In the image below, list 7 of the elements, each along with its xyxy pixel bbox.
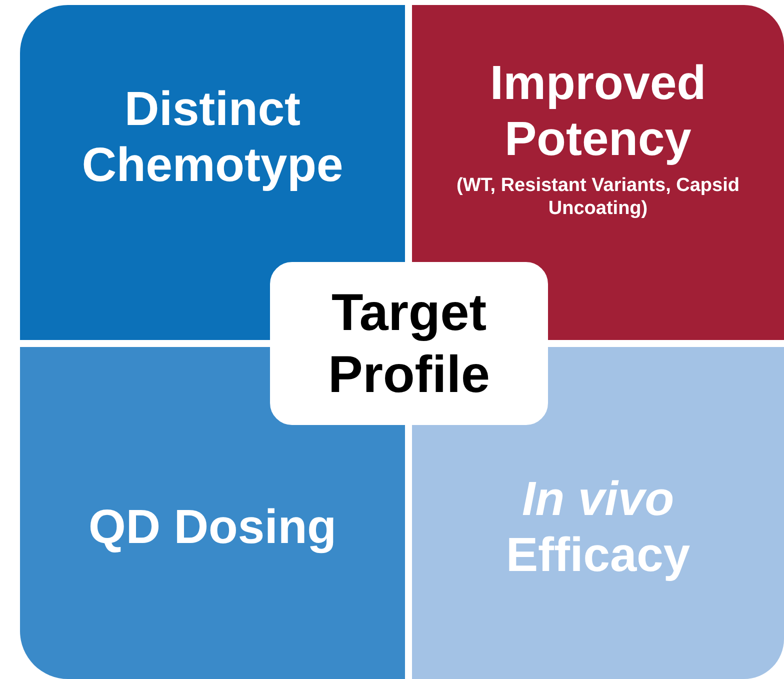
panel-title: In vivo Efficacy <box>504 472 692 584</box>
panel-subtitle: (WT, Resistant Variants, Capsid Uncoating) <box>456 174 740 220</box>
panel-title: Distinct Chemotype <box>80 82 344 194</box>
panel-title: QD Dosing <box>88 500 336 556</box>
panel-title: Target Profile <box>327 282 491 406</box>
target-profile-box <box>270 262 548 425</box>
panel-title: Improved Potency <box>488 56 708 168</box>
